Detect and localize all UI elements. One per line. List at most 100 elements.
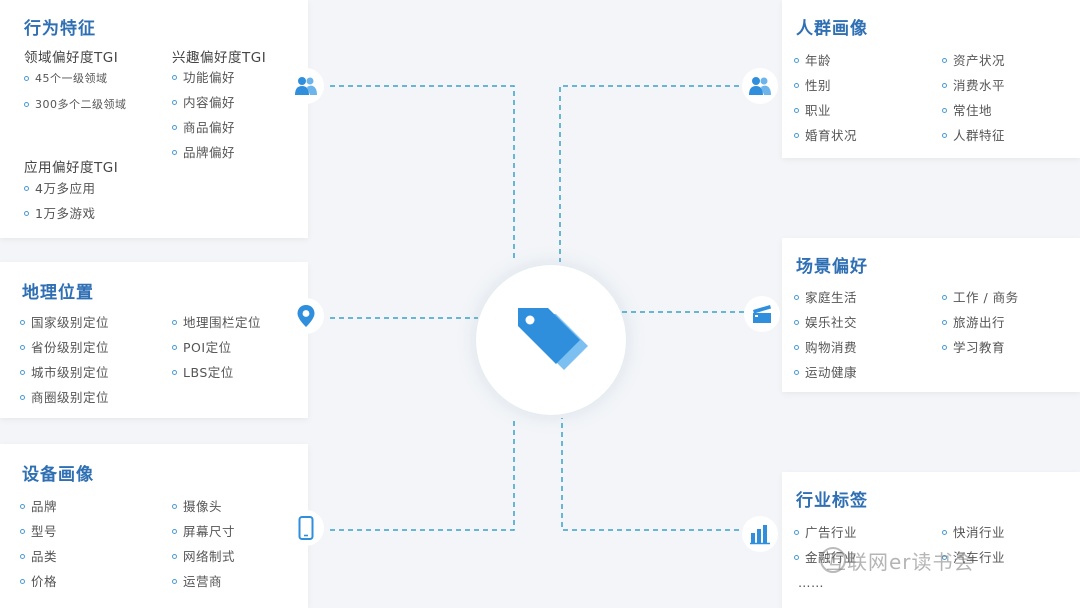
list-item: 省份级别定位: [20, 335, 109, 360]
device-list-left: 品牌 型号 品类 价格: [20, 494, 57, 594]
bullet-icon: [794, 555, 799, 560]
bullet-icon: [942, 295, 947, 300]
bullet-icon: [942, 108, 947, 113]
list-item: 网络制式: [172, 544, 235, 569]
bullet-icon: [20, 345, 25, 350]
list-item: 45个一级领域: [24, 66, 127, 92]
bullet-icon: [794, 58, 799, 63]
list-item: 广告行业: [794, 520, 857, 545]
center-node: [476, 265, 626, 415]
list-item: 商圈级别定位: [20, 385, 109, 410]
list-item: 资产状况: [942, 48, 1005, 73]
list-item: 1万多游戏: [24, 201, 95, 226]
bullet-icon: [24, 186, 29, 191]
bullet-icon: [24, 75, 29, 81]
bar-chart-icon: [750, 525, 770, 545]
bullet-icon: [172, 554, 177, 559]
location-list-right: 地理围栏定位 POI定位 LBS定位: [172, 310, 261, 385]
domain-pref-list: 45个一级领域 300多个二级领域: [24, 66, 127, 118]
demographics-title: 人群画像: [796, 19, 868, 39]
bullet-icon: [942, 555, 947, 560]
bullet-icon: [794, 320, 799, 325]
location-card: 地理位置 国家级别定位 省份级别定位 城市级别定位 商圈级别定位 地理围栏定位 …: [0, 262, 308, 418]
list-item: 300多个二级领域: [24, 92, 127, 118]
list-item: ……: [798, 575, 824, 590]
list-item: 内容偏好: [172, 90, 235, 115]
list-item: 人群特征: [942, 123, 1005, 148]
list-item: 旅游出行: [942, 310, 1019, 335]
bullet-icon: [172, 125, 177, 130]
bullet-icon: [794, 83, 799, 88]
interest-pref-title: 兴趣偏好度TGI: [172, 50, 267, 66]
bullet-icon: [172, 75, 177, 80]
list-item: 功能偏好: [172, 65, 235, 90]
connector-industry: [561, 418, 748, 531]
scene-connector-node: [744, 296, 780, 332]
list-item: 品牌: [20, 494, 57, 519]
location-title: 地理位置: [22, 283, 94, 303]
bullet-icon: [20, 320, 25, 325]
list-item: 运营商: [172, 569, 235, 594]
scene-list-left: 家庭生活 娱乐社交 购物消费 运动健康: [794, 285, 857, 385]
device-card: 设备画像 品牌 型号 品类 价格 摄像头 屏幕尺寸 网络制式 运营商: [0, 444, 308, 608]
list-item: 摄像头: [172, 494, 235, 519]
tag-icon: [518, 308, 588, 370]
list-item: 常住地: [942, 98, 1005, 123]
bullet-icon: [20, 554, 25, 559]
list-item: 婚育状况: [794, 123, 857, 148]
list-item: 品牌偏好: [172, 140, 235, 165]
demographics-connector-node: [742, 68, 778, 104]
device-title: 设备画像: [22, 465, 94, 485]
connector-behavior: [330, 85, 515, 262]
behavior-card: 行为特征 领域偏好度TGI 45个一级领域 300多个二级领域 兴趣偏好度TGI…: [0, 0, 308, 238]
bullet-icon: [794, 133, 799, 138]
location-list-left: 国家级别定位 省份级别定位 城市级别定位 商圈级别定位: [20, 310, 109, 410]
demographics-card: 人群画像 年龄 性别 职业 婚育状况 资产状况 消费水平 常住地 人群特征: [782, 0, 1080, 158]
wechat-icon: [820, 547, 846, 573]
bullet-icon: [20, 529, 25, 534]
list-item: 城市级别定位: [20, 360, 109, 385]
behavior-connector-node: [288, 68, 324, 104]
app-pref-list: 4万多应用 1万多游戏: [24, 176, 95, 226]
users-icon: [749, 77, 771, 95]
list-item: 职业: [794, 98, 857, 123]
bullet-icon: [172, 579, 177, 584]
bullet-icon: [172, 370, 177, 375]
list-item: 学习教育: [942, 335, 1019, 360]
bullet-icon: [172, 100, 177, 105]
list-item: 娱乐社交: [794, 310, 857, 335]
bullet-icon: [24, 101, 29, 107]
bullet-icon: [942, 83, 947, 88]
bullet-icon: [20, 395, 25, 400]
bullet-icon: [172, 529, 177, 534]
watermark-text: 互联网er读书会: [826, 550, 975, 574]
device-list-right: 摄像头 屏幕尺寸 网络制式 运营商: [172, 494, 235, 594]
list-item: 运动健康: [794, 360, 857, 385]
industry-connector-node: [742, 516, 778, 552]
map-pin-icon: [297, 305, 315, 327]
bullet-icon: [942, 345, 947, 350]
bullet-icon: [172, 504, 177, 509]
bullet-icon: [942, 530, 947, 535]
list-item: 家庭生活: [794, 285, 857, 310]
domain-pref-title: 领域偏好度TGI: [24, 50, 119, 66]
list-item: POI定位: [172, 335, 261, 360]
behavior-title: 行为特征: [24, 19, 96, 39]
list-item: 型号: [20, 519, 57, 544]
clapperboard-icon: [753, 305, 771, 323]
smartphone-icon: [298, 516, 314, 540]
users-icon: [295, 77, 317, 95]
app-pref-title: 应用偏好度TGI: [24, 160, 119, 176]
list-item: 价格: [20, 569, 57, 594]
bullet-icon: [794, 530, 799, 535]
scene-list-right: 工作 / 商务 旅游出行 学习教育: [942, 285, 1019, 360]
bullet-icon: [942, 58, 947, 63]
bullet-icon: [942, 133, 947, 138]
interest-pref-list: 功能偏好 内容偏好 商品偏好 品牌偏好: [172, 65, 235, 165]
scene-title: 场景偏好: [796, 257, 868, 277]
location-connector-node: [288, 298, 324, 334]
bullet-icon: [794, 108, 799, 113]
bullet-icon: [24, 211, 29, 216]
industry-title: 行业标签: [796, 491, 868, 511]
